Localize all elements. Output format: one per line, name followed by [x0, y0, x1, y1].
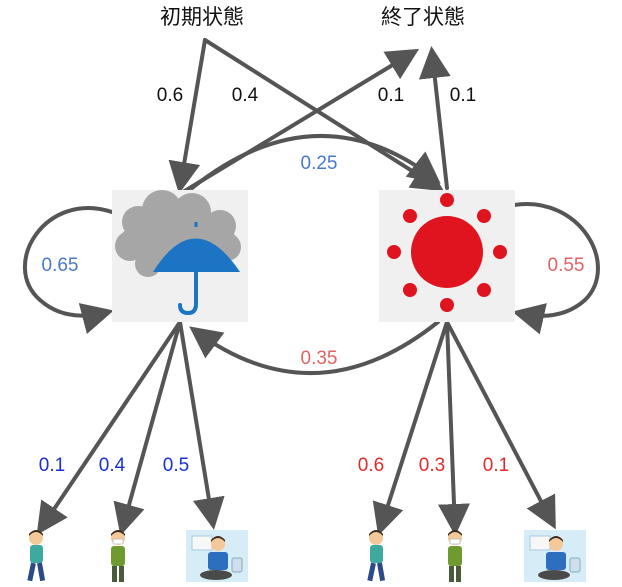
prob-rain-to-end: 0.1: [378, 85, 404, 106]
prob-sun-emit-walk: 0.6: [358, 455, 384, 476]
rain-state: [112, 190, 248, 322]
sun-self-loop-arrow: [512, 202, 600, 335]
sun-to-clean-arrow: [445, 320, 556, 530]
rain-umbrella-icon: [115, 190, 241, 316]
prob-rain-emit-mask: 0.4: [99, 455, 126, 476]
masked-person-icon: [448, 530, 462, 582]
cleaning-person-icon: [524, 530, 586, 582]
sun-to-rain-arrow: [189, 320, 440, 376]
rain-self-loop-arrow: [22, 206, 114, 335]
prob-rain-self: 0.65: [42, 255, 79, 276]
sun-to-mask-arrow: [438, 320, 470, 536]
rain-to-sun-arrow: [190, 133, 441, 190]
sun-state: [379, 190, 515, 322]
rain-to-mask-arrow: [113, 320, 182, 536]
start-state-label: 初期状態: [160, 6, 244, 29]
prob-initial-rain: 0.6: [157, 85, 183, 106]
cleaning-person-icon: [186, 530, 248, 582]
prob-sun-to-rain: 0.35: [301, 348, 338, 369]
prob-sun-emit-mask: 0.3: [419, 455, 445, 476]
prob-initial-sun: 0.4: [232, 85, 259, 106]
prob-rain-emit-walk: 0.1: [39, 455, 65, 476]
sun-to-end-arrow: [418, 46, 451, 190]
prob-rain-emit-clean: 0.5: [163, 455, 189, 476]
walking-person-icon: [367, 530, 386, 582]
sun-icon: [387, 193, 507, 312]
masked-person-icon: [111, 530, 125, 582]
rain-to-clean-arrow: [178, 320, 225, 530]
walking-person-icon: [27, 530, 46, 582]
sun-to-walk-arrow: [372, 320, 449, 536]
prob-sun-to-end: 0.1: [450, 85, 476, 106]
end-state-label: 終了状態: [381, 6, 465, 29]
initial-to-rain-arrow: [168, 38, 207, 194]
transition-arrows: [22, 38, 600, 536]
prob-rain-to-sun: 0.25: [301, 153, 338, 174]
rain-to-walk-arrow: [36, 320, 182, 535]
prob-sun-emit-clean: 0.1: [483, 455, 509, 476]
initial-to-sun-arrow: [203, 38, 445, 192]
prob-sun-self: 0.55: [548, 255, 585, 276]
